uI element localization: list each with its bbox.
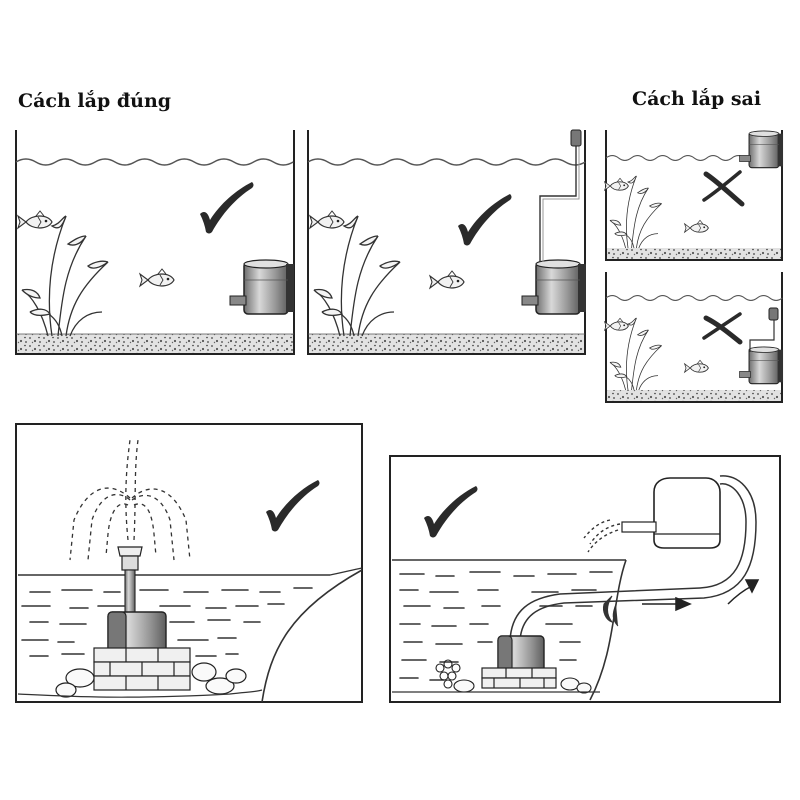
cross-mark-icon xyxy=(702,170,745,207)
fish-icon xyxy=(604,177,629,191)
panel-aquarium-pump-with-airline-at-surface xyxy=(604,272,784,403)
fish-icon xyxy=(684,219,709,233)
outflow-water xyxy=(583,519,621,553)
rocks xyxy=(55,662,247,698)
flow-arrow-icon xyxy=(642,596,692,612)
air-valve-icon xyxy=(570,129,582,147)
fish-icon xyxy=(17,210,53,229)
rocks xyxy=(453,677,592,694)
pump-icon xyxy=(739,130,784,169)
plants-icon xyxy=(21,215,109,337)
cross-mark-icon xyxy=(702,312,743,345)
fountain-spray xyxy=(69,439,191,561)
air-valve-icon xyxy=(768,307,779,321)
brick-stand xyxy=(93,647,191,691)
water-plant-icon xyxy=(435,659,461,689)
check-mark-icon xyxy=(458,194,512,246)
flow-arrow-icon xyxy=(727,579,760,605)
plants-icon xyxy=(313,215,401,337)
pump-icon xyxy=(739,346,784,385)
fountain-pump-icon xyxy=(107,611,167,653)
panel-aquarium-pump-at-surface xyxy=(604,130,784,261)
fish-icon xyxy=(684,359,709,373)
check-mark-icon xyxy=(266,480,320,532)
fish-icon xyxy=(309,210,345,229)
pond-water xyxy=(399,571,613,681)
fish-icon xyxy=(604,317,629,331)
check-mark-icon xyxy=(200,182,254,234)
correct-installation-heading: Cách lắp đúng xyxy=(18,90,172,112)
panel-aquarium-pump-on-wall xyxy=(15,130,295,355)
pond-water xyxy=(21,587,313,657)
filter-box-icon xyxy=(621,477,721,549)
brick-stand xyxy=(481,667,557,689)
fish-icon xyxy=(429,270,465,289)
wrong-installation-heading: Cách lắp sai xyxy=(632,88,762,110)
pump-icon xyxy=(229,259,295,315)
pond-pump-icon xyxy=(497,635,545,673)
panel-pond-pump-to-filter xyxy=(389,455,781,703)
fish-icon xyxy=(139,268,175,287)
panel-aquarium-pump-with-airline xyxy=(307,129,587,355)
panel-pond-fountain xyxy=(15,423,363,703)
pump-icon xyxy=(521,259,587,315)
check-mark-icon xyxy=(424,486,478,538)
